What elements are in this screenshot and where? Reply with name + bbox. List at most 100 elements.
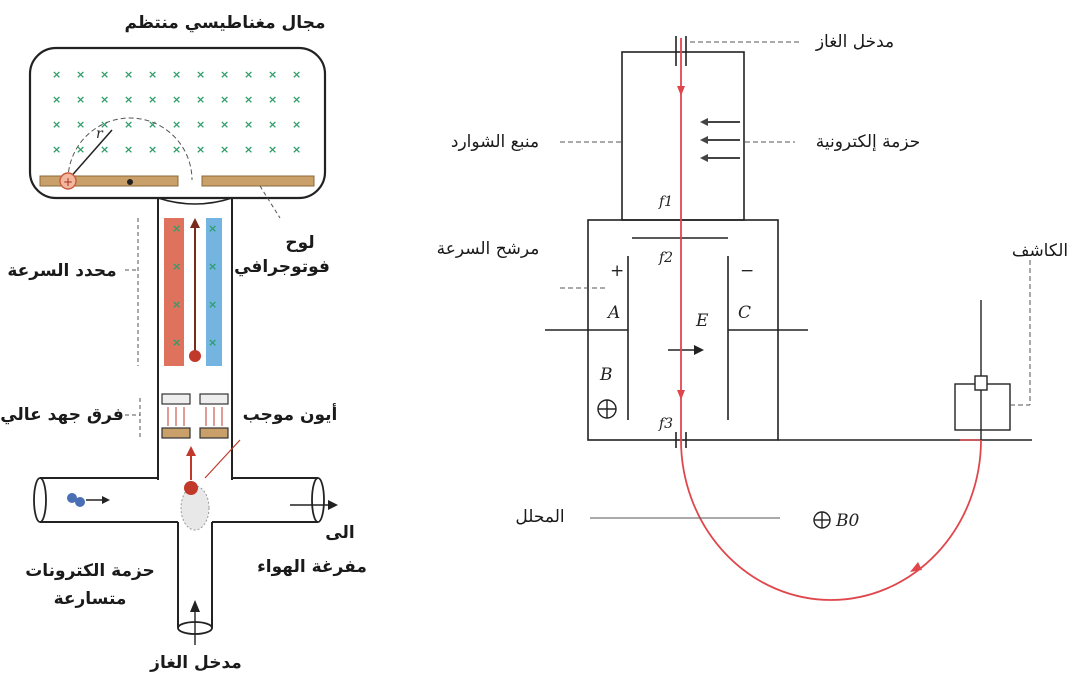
field-x-mark: × [100,93,109,106]
plate-c-label: C [738,303,751,323]
field-x-mark: × [292,68,301,81]
e-field-label: E [695,311,709,331]
field-x-mark: × [292,143,301,156]
field-x-mark: × [196,68,205,81]
vertical-tube [157,198,233,480]
field-x-mark: × [52,93,61,106]
field-x-mark: × [76,93,85,106]
selector-ion [189,350,201,362]
ion-source-box [621,51,745,221]
electron-beam-label-right: حزمة إلكترونية [816,132,921,152]
hv-grid-left-bottom [161,427,191,439]
svg-text:×: × [208,336,217,349]
magnetic-chamber [28,46,327,200]
to-label: الى [325,523,354,543]
beam-arc [680,439,982,601]
field-x-mark: × [148,143,157,156]
field-x-mark: × [220,143,229,156]
field-x-mark: × [244,68,253,81]
field-x-mark: × [124,143,133,156]
f1-label: f1 [658,194,673,210]
field-x-marks: × × × × × × × × × × × × × × × × × × × × × × × × × × × × × × × × × × × × × × × ×… [52,68,301,156]
photo-plate-right [201,175,315,187]
svg-text:×: × [172,260,181,273]
cross-tube [40,477,318,523]
selector-plate-blue [206,218,222,366]
svg-text:×: × [172,298,181,311]
photo-plate-left [39,175,179,187]
field-x-mark: × [196,143,205,156]
radius-label: r [96,126,104,142]
field-x-mark: × [268,143,277,156]
vacuum-pump-label: مفرغة الهواء [257,557,367,577]
radius-line [67,129,113,181]
velocity-filter-label: مرشح السرعة [437,239,540,259]
detector-box [954,383,1011,431]
ion-source-label: منبع الشوارد [451,132,539,152]
field-x-mark: × [124,118,133,131]
field-x-mark: × [76,68,85,81]
field-x-mark: × [148,68,157,81]
field-x-mark: × [292,118,301,131]
svg-text:×: × [208,260,217,273]
field-x-mark: × [292,93,301,106]
magnetic-field-label: مجال مغناطيسي منتظم [125,13,326,33]
gas-inlet-label-left: مدخل الغاز [149,653,242,673]
detector-label: الكاشف [1012,241,1068,261]
minus-label: − [740,261,754,281]
impact-dot [127,179,133,185]
svg-text:×: × [172,222,181,235]
ion-path [67,117,193,181]
field-x-mark: × [100,68,109,81]
field-x-mark: × [100,118,109,131]
selector-plate-red [164,218,184,366]
plate-a-label: A [606,303,620,323]
hv-grid-right-bottom [199,427,229,439]
positive-ion [184,481,198,495]
field-x-mark: × [52,68,61,81]
field-x-mark: × [220,93,229,106]
left-diagram: × × × × × × × × × × × × × × × × × × × × × × × × × × × × × × × × × × × × × × × ×… [0,13,367,673]
field-x-mark: × [76,118,85,131]
hv-grid-right-top [199,393,229,405]
positive-ion-label: أيون موجب [243,403,338,425]
electron-beam-label-1: حزمة الكترونات [25,561,155,581]
field-x-mark: × [244,93,253,106]
hv-grid-left-top [161,393,191,405]
field-x-mark: × [196,118,205,131]
photo-plate-label-2: فوتوجرافي [234,257,330,277]
field-x-mark: × [172,143,181,156]
gas-inlet-label-right: مدخل الغاز [815,32,894,52]
svg-text:×: × [172,336,181,349]
field-x-mark: × [268,93,277,106]
f2-label: f2 [658,250,673,266]
field-x-mark: × [52,143,61,156]
field-x-mark: × [148,118,157,131]
field-x-mark: × [220,118,229,131]
field-x-mark: × [268,118,277,131]
right-diagram: f1 f2 f3 + − A C E B B0 مدخل الغاز منبع … [437,32,1068,601]
field-x-mark: × [124,68,133,81]
field-x-mark: × [244,143,253,156]
f3-label: f3 [658,416,673,432]
b0-field-label: B0 [835,511,859,531]
field-x-mark: × [244,118,253,131]
field-x-mark: × [172,118,181,131]
field-x-mark: × [124,93,133,106]
field-x-mark: × [220,68,229,81]
field-x-mark: × [52,118,61,131]
velocity-selector-label: محدد السرعة [7,261,116,281]
field-x-mark: × [268,68,277,81]
field-x-mark: × [172,68,181,81]
field-x-mark: × [100,143,109,156]
plus-label: + [610,261,624,281]
high-voltage-label: فرق جهد عالي [0,405,124,425]
field-x-mark: × [196,93,205,106]
b-field-label: B [599,365,613,385]
svg-text:×: × [208,222,217,235]
analyzer-label: المحلل [515,507,564,527]
photo-plate-label-1: لوح [285,233,314,253]
svg-text:×: × [208,298,217,311]
field-x-mark: × [76,143,85,156]
